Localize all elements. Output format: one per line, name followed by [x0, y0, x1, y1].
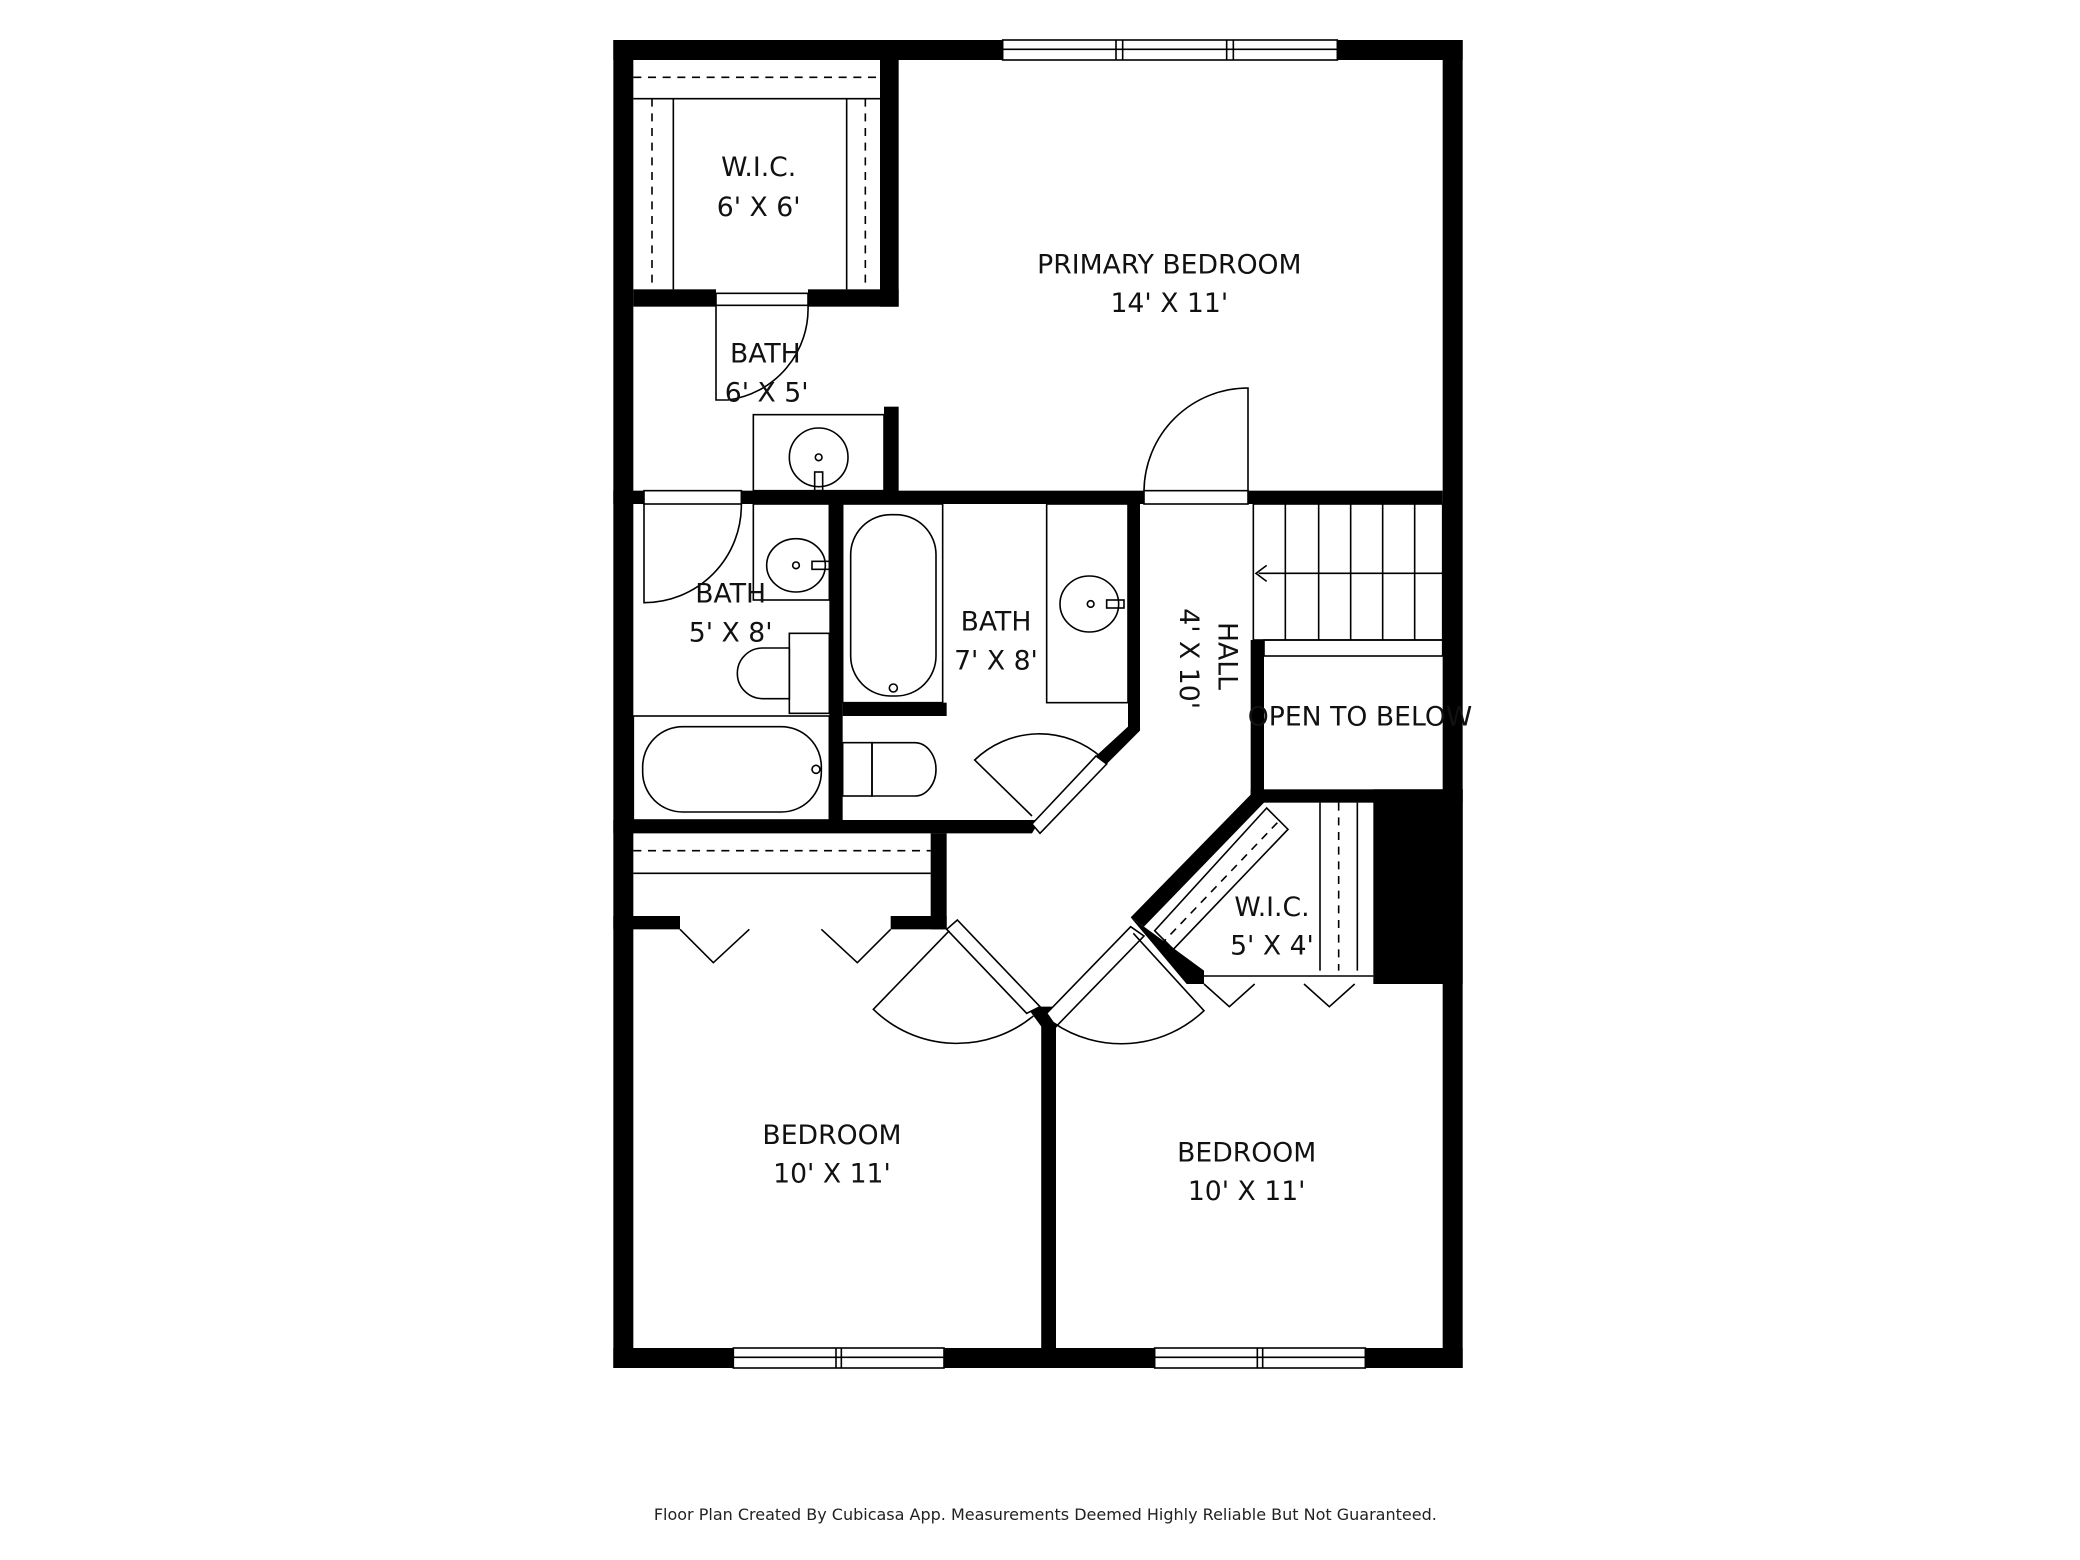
room-name: BATH — [961, 607, 1032, 638]
room-label-bedroom-left: BEDROOM 10' X 11' — [762, 1120, 901, 1190]
room-size: 6' X 5' — [725, 377, 809, 408]
room-name: BATH — [695, 579, 766, 610]
room-label-bath-left: BATH 5' X 8' — [689, 579, 773, 649]
room-label-bedroom-right: BEDROOM 10' X 11' — [1177, 1137, 1316, 1207]
room-name: W.I.C. — [721, 152, 796, 183]
room-size: 7' X 8' — [954, 645, 1038, 676]
room-size: 6' X 6' — [717, 192, 801, 223]
closet-fixtures — [633, 76, 1374, 1008]
footer-disclaimer: Floor Plan Created By Cubicasa App. Meas… — [654, 1505, 1437, 1524]
room-name: BEDROOM — [762, 1120, 901, 1151]
room-size: 10' X 11' — [773, 1159, 891, 1190]
room-size: 5' X 4' — [1230, 931, 1314, 962]
room-size: 4' X 10' — [1173, 608, 1204, 709]
room-label-wic-primary: W.I.C. 6' X 6' — [717, 152, 801, 223]
room-name: PRIMARY BEDROOM — [1037, 249, 1301, 280]
room-label-primary-bedroom: PRIMARY BEDROOM 14' X 11' — [1037, 249, 1301, 319]
room-label-bath-center: BATH 7' X 8' — [954, 607, 1038, 677]
room-size: 14' X 11' — [1110, 288, 1228, 319]
room-name: BATH — [730, 339, 801, 370]
room-label-bath-primary: BATH 6' X 5' — [725, 339, 809, 409]
room-label-wic-small: W.I.C. 5' X 4' — [1230, 892, 1314, 962]
room-size: 10' X 11' — [1188, 1176, 1306, 1207]
room-name: W.I.C. — [1234, 892, 1309, 923]
stairs — [1252, 503, 1444, 657]
doors — [643, 292, 1249, 1045]
room-name: HALL — [1212, 622, 1243, 690]
interior-walls — [613, 60, 1463, 1348]
room-name: OPEN TO BELOW — [1248, 701, 1472, 732]
room-label-hall: HALL 4' X 10' — [1173, 608, 1243, 709]
room-size: 5' X 8' — [689, 617, 773, 648]
room-name: BEDROOM — [1177, 1137, 1316, 1168]
windows — [732, 39, 1367, 1369]
bath-fixtures — [632, 413, 1129, 821]
room-label-open-to-below: OPEN TO BELOW — [1248, 701, 1472, 732]
